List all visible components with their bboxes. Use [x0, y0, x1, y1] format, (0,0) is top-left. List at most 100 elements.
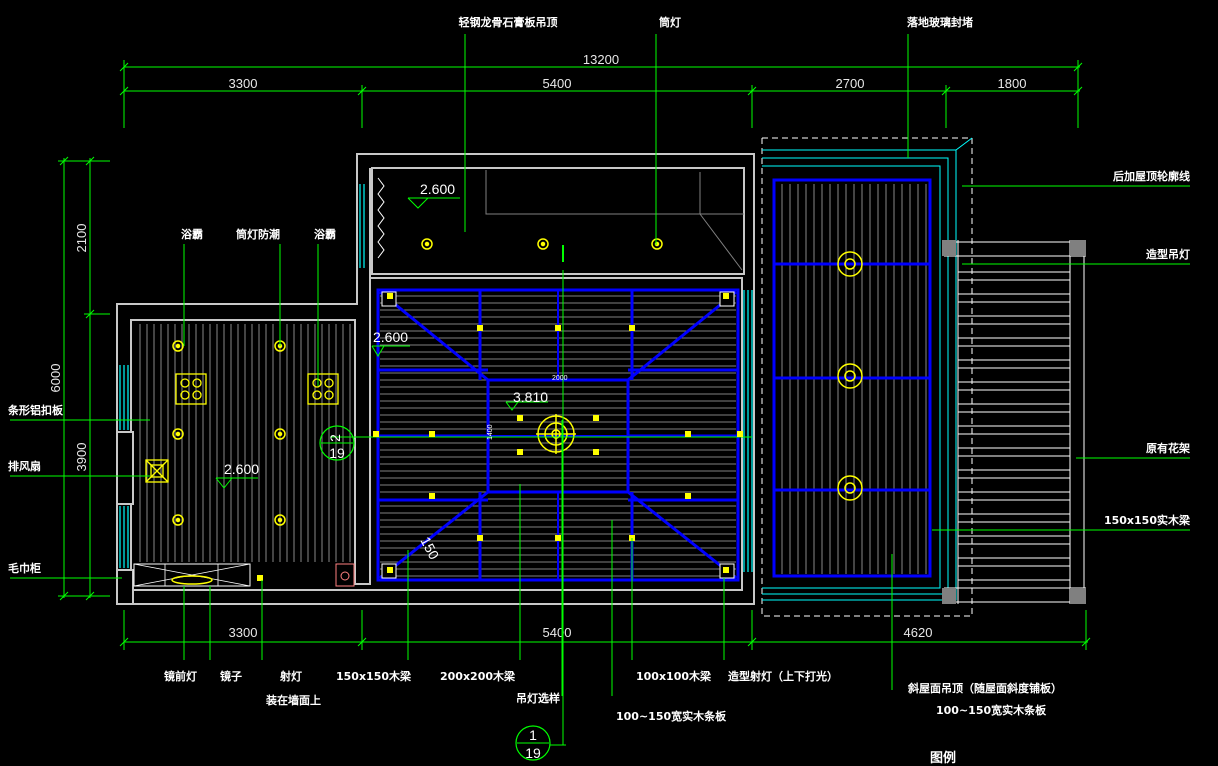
level-main-room: 2.600 [373, 329, 408, 345]
spotlight-icon [429, 493, 435, 499]
label-beam-150: 150x150木梁 [336, 669, 412, 683]
dim-left-seg-2: 3900 [74, 443, 89, 472]
downlight-icon [421, 238, 433, 250]
label-shaped-spotlight: 造型射灯（上下打光） [728, 669, 838, 683]
label-glass-seal: 落地玻璃封堵 [907, 15, 973, 29]
section-1-bottom: 19 [525, 745, 541, 761]
label-beam-200: 200x200木梁 [440, 669, 516, 683]
dim-beam-side: 1400 [487, 424, 494, 440]
downlight-center [277, 517, 283, 523]
level-center: 3.810 [513, 389, 548, 405]
downlight-icon [274, 514, 286, 526]
label-aluminum-panel: 条形铝扣板 [7, 403, 64, 417]
spotlight-icon [593, 449, 599, 455]
spotlight-icon [429, 431, 435, 437]
trellis-posts [942, 240, 1086, 604]
roof-outline [761, 137, 973, 617]
spotlight-icon [555, 325, 561, 331]
bath-heaters [175, 373, 339, 405]
dim-left-total: 6000 [48, 364, 63, 393]
label-mirror: 镜子 [220, 669, 242, 683]
section-2-top: 2 [327, 434, 343, 442]
top-dimensions [119, 60, 1083, 128]
section-symbol-2: 2 19 [319, 425, 355, 461]
spotlight-icon [257, 575, 263, 581]
roof-slats [781, 184, 927, 574]
dim-bottom-seg-2: 5400 [543, 625, 572, 640]
level-markers [215, 197, 548, 489]
spotlight-icon [517, 415, 523, 421]
spotlight-icon [723, 567, 729, 573]
spotlight-icon [555, 535, 561, 541]
dim-bottom-seg-3: 4620 [904, 625, 933, 640]
downlight-icon [651, 238, 663, 250]
bottom-dimensions [119, 610, 1091, 650]
label-solid-wood-beam: 150x150实木梁 [1104, 513, 1191, 527]
label-exhaust-fan: 排风扇 [8, 459, 41, 473]
label-downlight-fog: 筒灯防潮 [236, 227, 280, 241]
left-dimensions [58, 156, 110, 601]
label-heater-2: 浴霸 [314, 227, 336, 241]
spotlight-icon [387, 293, 393, 299]
label-heater-1: 浴霸 [181, 227, 203, 241]
label-sloped-ceiling: 斜屋面吊顶（随屋面斜度铺板） [907, 681, 1062, 695]
downlight-center [175, 431, 181, 437]
downlight-icon [274, 428, 286, 440]
label-beam-100: 100x100木梁 [636, 669, 712, 683]
spotlight-icon [477, 535, 483, 541]
level-upper-room: 2.600 [420, 181, 455, 197]
label-wood-strip-2: 100~150宽实木条板 [936, 703, 1047, 717]
dim-top-seg-3: 2700 [836, 76, 865, 91]
label-flower-trellis: 原有花架 [1146, 441, 1190, 455]
section-1-top: 1 [529, 727, 537, 743]
downlight-center [424, 241, 430, 247]
section-symbol-1: 1 19 [515, 725, 566, 761]
roof-chandeliers [837, 251, 863, 501]
spotlight-icon [629, 325, 635, 331]
downlight-icon [172, 428, 184, 440]
dim-beam-small: 2000 [552, 375, 568, 382]
label-wood-strip: 100~150宽实木条板 [616, 709, 727, 723]
downlight-center [277, 431, 283, 437]
center-chandelier [536, 414, 576, 454]
roof-beams [772, 178, 932, 578]
spotlight-icon [373, 431, 379, 437]
label-top-downlight: 筒灯 [659, 15, 681, 29]
main-room-beams [376, 288, 740, 582]
exhaust-fan [145, 459, 169, 483]
dim-top-total: 13200 [583, 52, 619, 67]
spotlight-icon [387, 567, 393, 573]
level-bath: 2.600 [224, 461, 259, 477]
label-gypsum-ceiling: 轻钢龙骨石膏板吊顶 [459, 15, 558, 29]
downlight-center [175, 517, 181, 523]
dim-bottom-seg-1: 3300 [229, 625, 258, 640]
spotlight-icon [685, 431, 691, 437]
downlight-center [175, 343, 181, 349]
upper-room-ceiling [377, 170, 744, 271]
label-spotlight: 射灯 [279, 669, 302, 683]
glass-windows [119, 184, 753, 572]
downlight-center [540, 241, 546, 247]
flower-trellis [944, 240, 1086, 604]
section-2-bottom: 19 [329, 445, 345, 461]
roof-glass-lines [762, 137, 973, 601]
dim-top-seg-1: 3300 [229, 76, 258, 91]
green-section-axis [330, 270, 752, 745]
label-spotlight-wall: 装在墙面上 [265, 693, 321, 707]
dim-top-seg-2: 5400 [543, 76, 572, 91]
spotlight-icon [593, 415, 599, 421]
bathroom-ceiling [139, 324, 351, 562]
spotlight-icon [737, 431, 743, 437]
spotlight-icon [723, 293, 729, 299]
bathroom-fixtures [133, 563, 355, 587]
leader-lines [10, 34, 1190, 696]
spotlight-icon [685, 493, 691, 499]
label-legend: 图例 [930, 750, 956, 766]
label-mirror-light: 镜前灯 [164, 669, 197, 683]
label-towel-cabinet: 毛巾柜 [8, 561, 41, 575]
dim-top-seg-4: 1800 [998, 76, 1027, 91]
downlight-icon [172, 340, 184, 352]
small-lights [257, 293, 743, 581]
